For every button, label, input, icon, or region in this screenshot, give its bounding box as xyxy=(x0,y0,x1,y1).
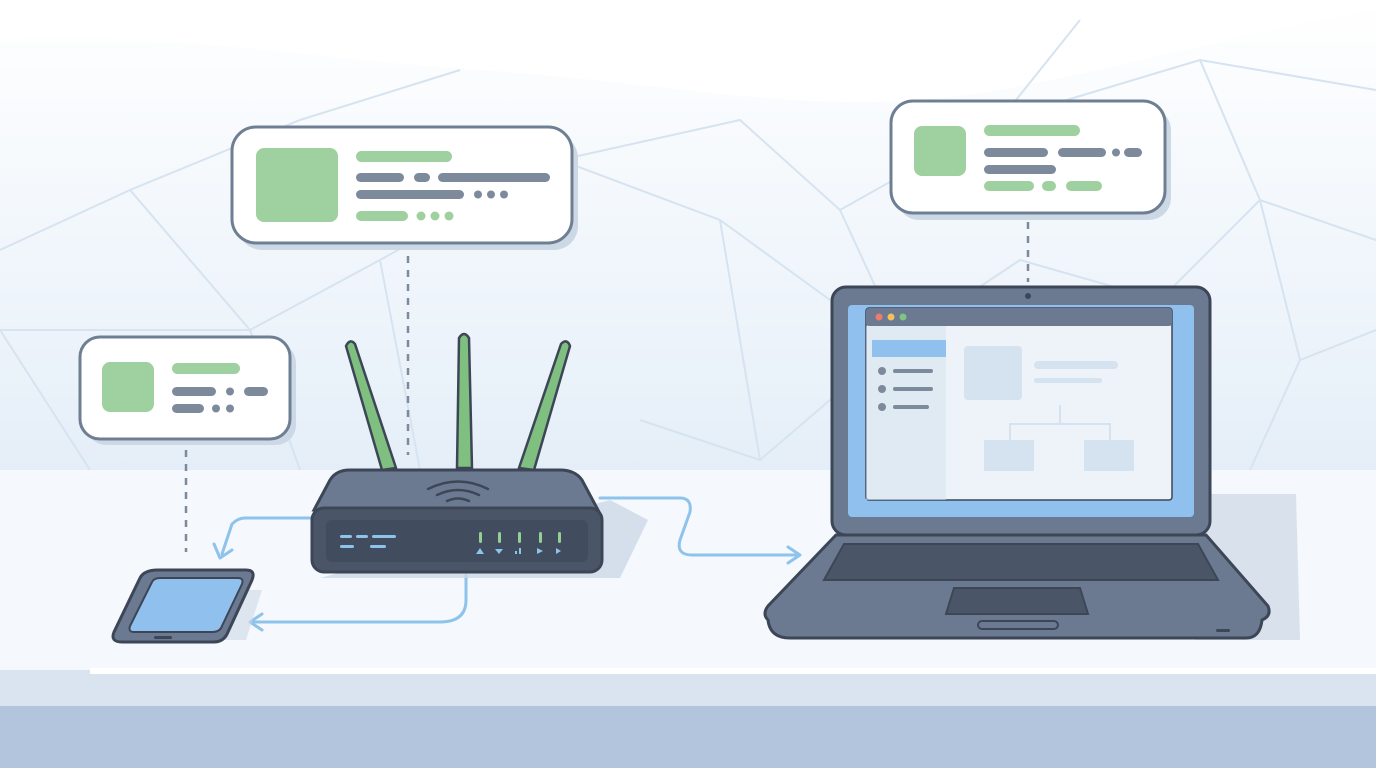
content-tree-diagram xyxy=(1009,405,1111,440)
link-router-to-laptop xyxy=(598,496,800,557)
router-info-card xyxy=(230,125,578,250)
antenna-center xyxy=(455,332,474,470)
wifi-icon xyxy=(426,480,490,503)
router-icon xyxy=(310,332,648,578)
sidebar-active-item xyxy=(872,340,946,357)
phone-info-card xyxy=(78,335,296,445)
status-led xyxy=(558,532,561,543)
router-port-labels xyxy=(340,535,396,548)
status-led xyxy=(518,532,521,543)
status-led xyxy=(498,532,501,543)
download-icon xyxy=(495,549,503,554)
status-led xyxy=(539,532,542,543)
router-status-leds xyxy=(479,532,561,543)
antenna-left xyxy=(344,340,398,472)
status-led xyxy=(479,532,482,543)
antenna-right xyxy=(517,340,572,472)
connection-links xyxy=(212,496,802,632)
laptop-keyboard xyxy=(822,543,1220,581)
floor-edge xyxy=(90,668,1376,674)
phone-screen xyxy=(128,577,244,633)
power-icon xyxy=(476,548,484,554)
link-router-to-phone-lower xyxy=(250,570,468,624)
floor-deep xyxy=(0,706,1376,768)
play-icon xyxy=(537,548,543,554)
leader-lines xyxy=(184,222,1030,552)
smartphone-icon xyxy=(111,568,262,644)
app-titlebar xyxy=(866,308,1172,326)
arrow-head-phone-upper xyxy=(212,542,234,560)
window-maximize-icon xyxy=(899,313,907,321)
laptop-icon xyxy=(763,285,1300,640)
router-antennas xyxy=(344,332,572,472)
laptop-webcam xyxy=(1025,293,1031,299)
laptop-trackpad xyxy=(944,587,1090,615)
content-image-placeholder xyxy=(964,346,1022,400)
app-window xyxy=(865,307,1173,501)
signal-icon xyxy=(515,548,521,554)
floor-band xyxy=(0,670,1376,710)
forward-icon xyxy=(556,548,561,554)
window-close-icon xyxy=(875,313,883,321)
profile-placeholder-icon xyxy=(914,126,966,176)
window-minimize-icon xyxy=(887,313,895,321)
arrow-head-laptop xyxy=(786,545,802,565)
laptop-info-card xyxy=(889,99,1171,220)
profile-placeholder-icon xyxy=(256,148,338,222)
router-status-glyphs xyxy=(476,548,561,554)
white-wave xyxy=(0,0,1376,103)
link-router-to-phone-upper xyxy=(220,516,317,556)
profile-placeholder-icon xyxy=(102,362,154,412)
